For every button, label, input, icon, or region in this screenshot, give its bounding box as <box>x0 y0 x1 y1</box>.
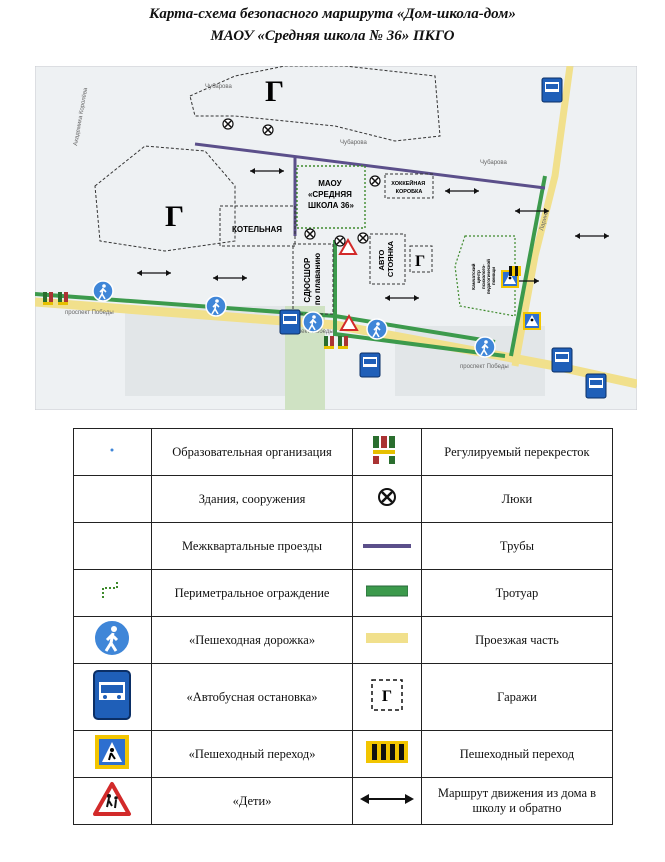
street-label-right: Ларина <box>539 209 550 231</box>
boiler-label: КОТЕЛЬНАЯ <box>232 225 282 234</box>
parking-label-2: СТОЯНКА <box>386 240 395 277</box>
crosswalk-sign-icon <box>73 730 152 778</box>
title-line-1: Карта-схема безопасного маршрута «Дом-шк… <box>149 6 516 22</box>
pedestrian-path-sign <box>474 336 496 358</box>
legend-label: «Дети» <box>150 777 354 825</box>
hockey-label-1: ХОККЕЙНАЯ <box>391 179 425 187</box>
school-label-1: МАОУ <box>318 179 342 188</box>
title-line-2: МАОУ «Средняя школа № 36» ПКГО <box>210 28 455 44</box>
center-label-3: психолого- <box>481 264 486 289</box>
pedestrian-path-sign <box>92 280 114 302</box>
children-sign <box>338 237 358 255</box>
manhole-marker <box>304 228 316 240</box>
street-label-pobedy-1: проспект Победы <box>65 310 114 316</box>
svg-text:МАОУ «СРЕДНЯЯ ШКОЛА 36: МАОУ «СРЕДНЯЯ ШКОЛА 36» <box>308 179 355 210</box>
manhole-marker <box>357 232 369 244</box>
manhole-marker <box>262 124 274 136</box>
bus-stop-sign <box>279 309 301 335</box>
legend-label: «Пешеходный переход» <box>150 730 354 778</box>
school-dot-icon <box>73 428 152 476</box>
legend-label: Образовательная организация <box>150 428 354 476</box>
bus-stop-sign <box>585 373 607 399</box>
pipe-icon <box>352 522 422 570</box>
bus-stop-sign <box>541 77 563 103</box>
garage-icon: Г <box>352 663 422 731</box>
garage-label-2: Г <box>165 200 184 233</box>
manhole-marker <box>369 175 381 187</box>
pool-label-2: по плаванию <box>313 253 322 305</box>
crosswalk-marking <box>509 266 521 276</box>
center-label-2: центр <box>476 270 481 283</box>
school-label-3: ШКОЛА 36» <box>308 201 354 210</box>
route-map: Г Г Г МАОУ «СРЕДНЯЯ ШКОЛА 36» КОТЕЛЬНАЯ … <box>35 66 637 410</box>
crosswalk-sign <box>523 312 541 330</box>
pedestrian-path-sign <box>205 295 227 317</box>
center-label-5: помощи <box>491 267 496 285</box>
legend-label: Проезжая часть <box>420 616 614 664</box>
bus-stop-sign <box>551 347 573 373</box>
legend-label: Пешеходный переход <box>420 730 614 778</box>
pedestrian-path-sign <box>366 318 388 340</box>
legend-label: «Пешеходная дорожка» <box>150 616 354 664</box>
pedestrian-path-icon <box>73 616 152 664</box>
garage-label-3: Г <box>415 253 425 270</box>
bus-stop-icon <box>73 663 152 731</box>
street-label-pobedy-3: проспект Победы <box>460 364 509 370</box>
street-label-chubarova-3: Чубарова <box>480 160 507 166</box>
parking-label-1: АВТО <box>377 249 386 270</box>
legend-label: Периметральное ограждение <box>150 569 354 617</box>
manhole-icon <box>352 475 422 523</box>
school-label-2: «СРЕДНЯЯ <box>308 190 352 199</box>
manhole-marker <box>334 235 346 247</box>
children-sign <box>339 313 359 331</box>
driveway-icon <box>73 522 152 570</box>
legend-label: «Автобусная остановка» <box>150 663 354 731</box>
crosswalk-marking-icon <box>352 730 422 778</box>
legend-label: Маршрут движения из дома в школу и обрат… <box>420 777 614 825</box>
pool-label-1: СДЮСШОР <box>303 257 312 303</box>
center-label-1: Камчатский <box>470 263 476 289</box>
traffic-light-icon <box>352 428 422 476</box>
legend-label: Здания, сооружения <box>150 475 354 523</box>
double-arrow-icon <box>352 777 422 825</box>
manhole-marker <box>222 118 234 130</box>
fence-icon <box>73 569 152 617</box>
bus-stop-sign <box>359 352 381 378</box>
svg-text:Камчатский центр психо: Камчатский центр психолого- педагогическ… <box>470 258 496 294</box>
center-label-4: педагогической <box>485 259 491 294</box>
street-label-chubarova-1: Чубарова <box>205 84 232 90</box>
legend-label: Регулируемый перекресток <box>420 428 614 476</box>
children-sign-icon <box>73 777 152 825</box>
legend-label: Межквартальные проезды <box>150 522 354 570</box>
svg-text:АВТО СТОЯНКА: АВТО СТОЯНКА <box>377 240 395 277</box>
garage-label-1: Г <box>265 75 284 108</box>
roadway-icon <box>352 616 422 664</box>
svg-text:ХОККЕЙНАЯ КОРОБКА: ХОККЕЙНАЯ КОРОБКА <box>391 179 427 195</box>
legend-label: Гаражи <box>420 663 614 731</box>
pedestrian-path-sign <box>302 311 324 333</box>
legend-label: Люки <box>420 475 614 523</box>
street-label-chubarova-2: Чубарова <box>340 140 367 146</box>
svg-text:СДЮСШОР по плаванию: СДЮСШОР по плаванию <box>303 253 322 305</box>
sidewalk-icon <box>352 569 422 617</box>
hockey-label-2: КОРОБКА <box>396 189 423 195</box>
building-icon <box>73 475 152 523</box>
garage-symbol: Г <box>382 688 392 705</box>
legend-label: Тротуар <box>420 569 614 617</box>
legend-table: Образовательная организация Регулируемый… <box>73 428 614 825</box>
legend-label: Трубы <box>420 522 614 570</box>
